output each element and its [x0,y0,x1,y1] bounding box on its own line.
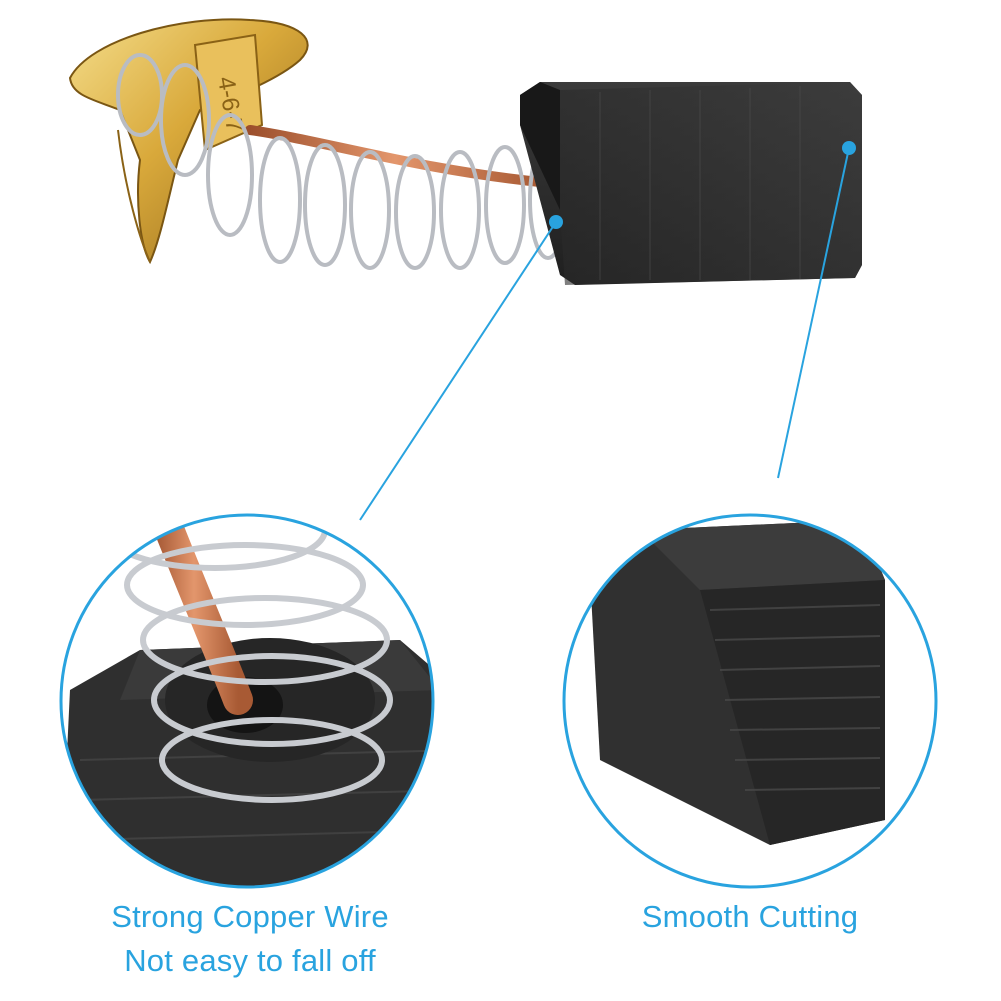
detail-circle-copper-wire [59,513,435,889]
callout-line-left [359,221,557,521]
callout-caption-smooth-cutting: Smooth Cutting [560,895,940,939]
callout-dot-icon [549,215,563,229]
caption-line: Strong Copper Wire [111,899,389,934]
caption-line: Not easy to fall off [124,943,376,978]
callout-line-right [777,147,850,479]
callout-dot-icon [842,141,856,155]
callout-caption-copper-wire: Strong Copper Wire Not easy to fall off [60,895,440,983]
carbon-brush-top [520,82,862,285]
caption-line: Smooth Cutting [641,899,859,934]
detail-circle-smooth-cutting [562,513,938,889]
